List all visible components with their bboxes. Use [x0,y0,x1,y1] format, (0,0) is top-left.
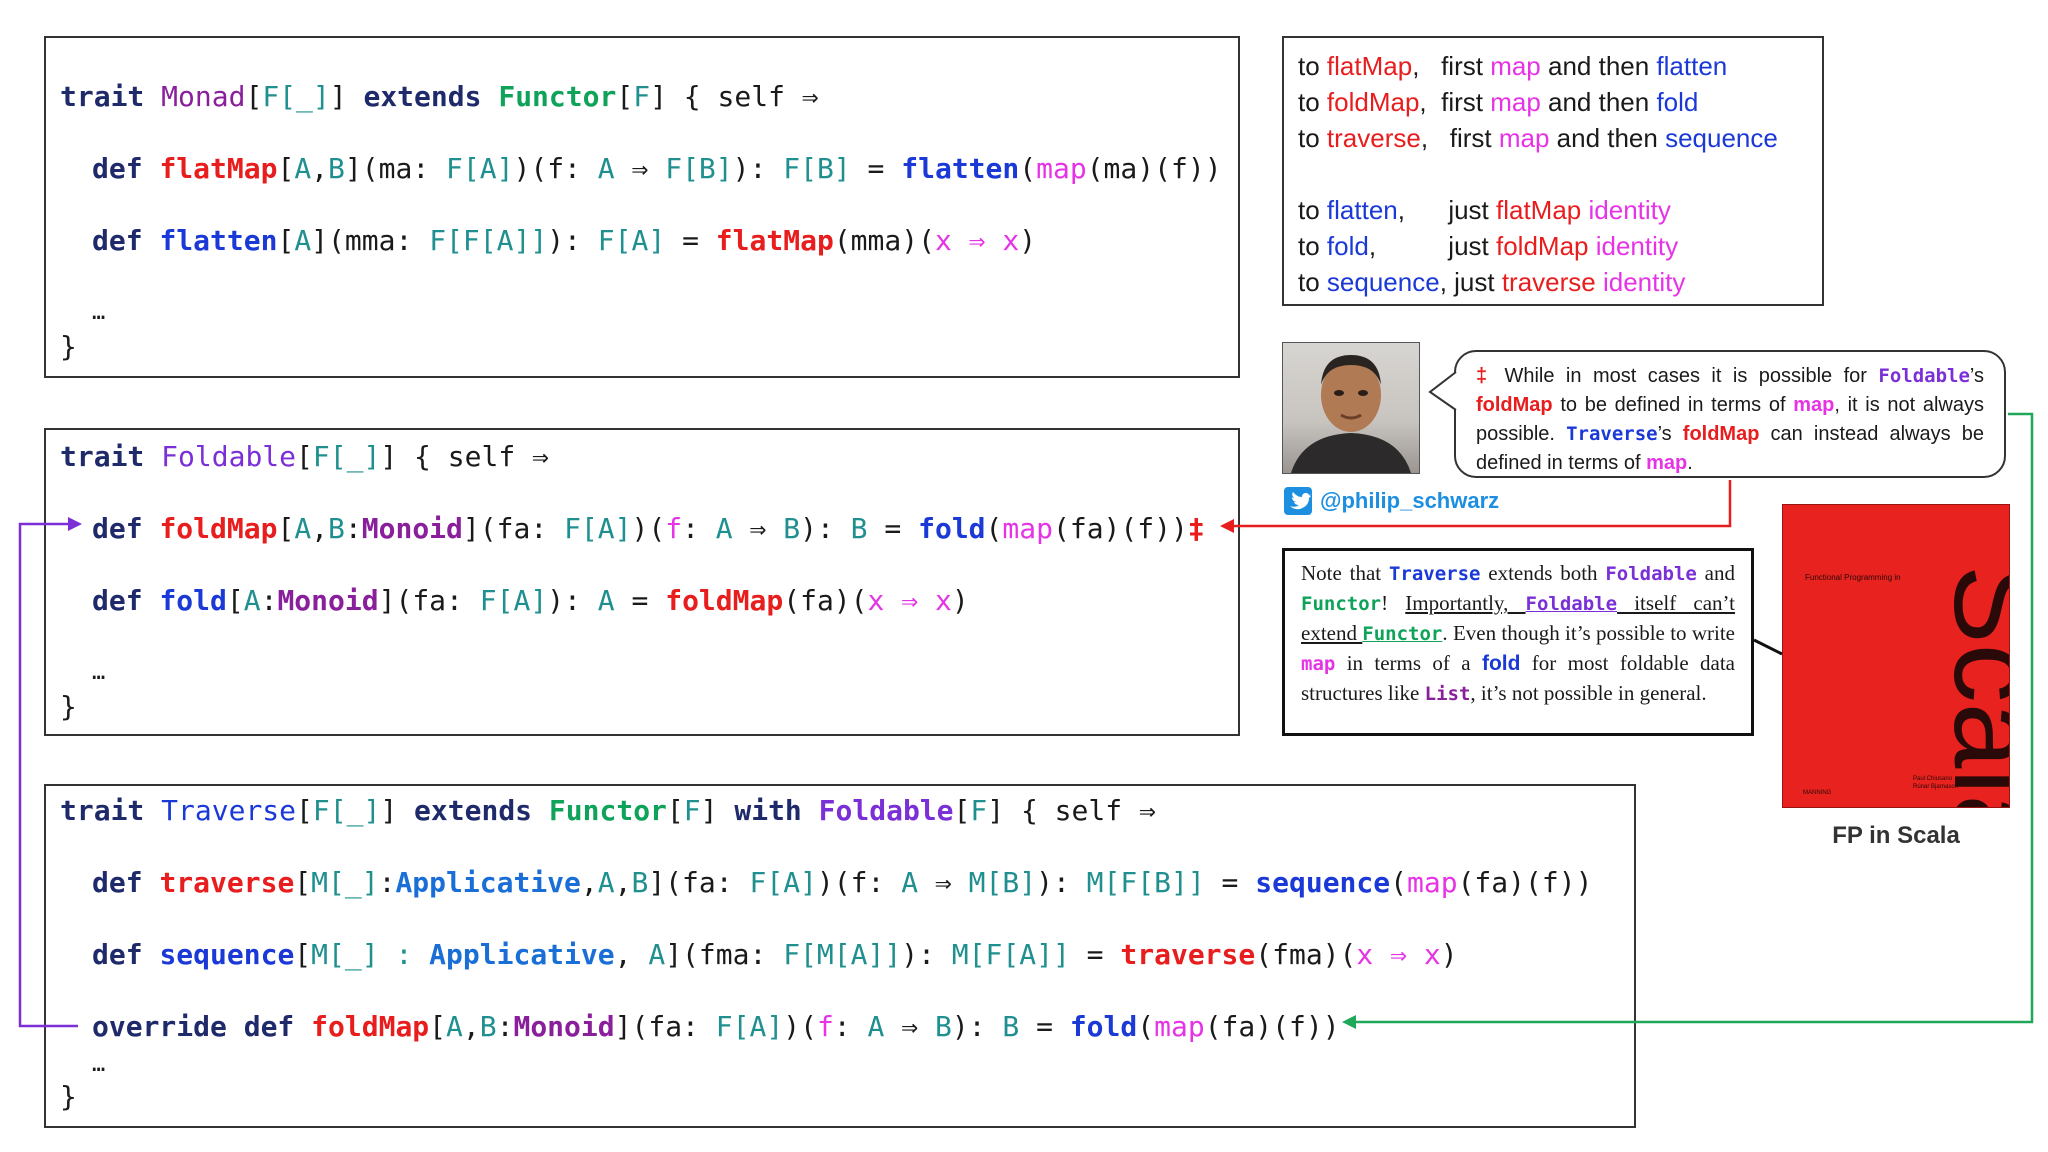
summary-row-fold: to fold, just foldMap identity [1298,231,1679,261]
foldable-ellipsis: … [92,660,106,685]
summary-row-flatmap: to flatMap, first map and then flatten [1298,51,1728,81]
monad-line-flatten: def flatten[A](mma: F[F[A]]): F[A] = fla… [92,224,1037,257]
summary-row-traverse: to traverse, first map and then sequence [1298,123,1778,153]
author-photo [1282,342,1420,474]
foldable-close-brace: } [60,690,77,723]
traverse-ellipsis: … [92,1052,106,1077]
book-cover: Functional Programming in Scala Paul Chi… [1782,504,2010,808]
red-connector-arrow [1232,480,1732,528]
author-portrait-icon [1291,355,1411,473]
traverse-line-traverse: def traverse[M[_]:Applicative,A,B](fa: F… [92,866,1593,899]
foldable-line-foldmap: def foldMap[A,B:Monoid](fa: F[A])(f: A ⇒… [92,512,1205,545]
summary-box: to flatMap, first map and then flatten t… [1282,36,1824,306]
speech-bubble-tail [1428,371,1458,411]
note-box: Note that Traverse extends both Foldable… [1282,548,1754,736]
speech-bubble: ‡ While in most cases it is possible for… [1454,350,2006,478]
note-to-book-line [1753,638,1783,656]
monad-line-flatmap: def flatMap[A,B](ma: F[A])(f: A ⇒ F[B]):… [92,152,1222,185]
green-arrowhead-icon [1342,1015,1356,1029]
book-subtitle: Functional Programming in [1805,573,1901,582]
book-caption: FP in Scala [1832,822,1960,849]
traverse-line-1: trait Traverse[F[_]] extends Functor[F] … [60,794,1156,827]
purple-arrowhead-icon [68,517,82,531]
summary-row-foldmap: to foldMap, first map and then fold [1298,87,1699,117]
double-dagger-mark: ‡ [1187,512,1205,545]
traverse-line-override-foldmap: override def foldMap[A,B:Monoid](fa: F[A… [92,1010,1340,1043]
monad-line-1: trait Monad[F[_]] extends Functor[F] { s… [60,80,819,113]
green-connector-arrow [1354,412,2034,1024]
summary-row-flatten: to flatten, just flatMap identity [1298,195,1671,225]
traverse-close-brace: } [60,1080,77,1113]
red-arrowhead-icon [1220,519,1234,533]
summary-row-sequence: to sequence, just traverse identity [1298,267,1686,297]
foldable-line-1: trait Foldable[F[_]] { self ⇒ [60,440,549,473]
monad-trait-box: trait Monad[F[_]] extends Functor[F] { s… [44,36,1240,378]
traverse-trait-box: trait Traverse[F[_]] extends Functor[F] … [44,784,1636,1128]
twitter-bird-icon [1284,487,1312,515]
monad-close-brace: } [60,330,77,363]
foldable-trait-box: trait Foldable[F[_]] { self ⇒ def foldMa… [44,428,1240,736]
traverse-line-sequence: def sequence[M[_] : Applicative, A](fma:… [92,938,1458,971]
twitter-handle[interactable]: @philip_schwarz [1284,486,1499,516]
purple-connector-arrow [18,522,78,1028]
book-authors: Paul Chiusano Rúnar Bjarnason [1913,776,1959,790]
book-publisher: MANNING [1803,790,1832,796]
foldable-line-fold: def fold[A:Monoid](fa: F[A]): A = foldMa… [92,584,969,617]
monad-ellipsis: … [92,300,106,325]
